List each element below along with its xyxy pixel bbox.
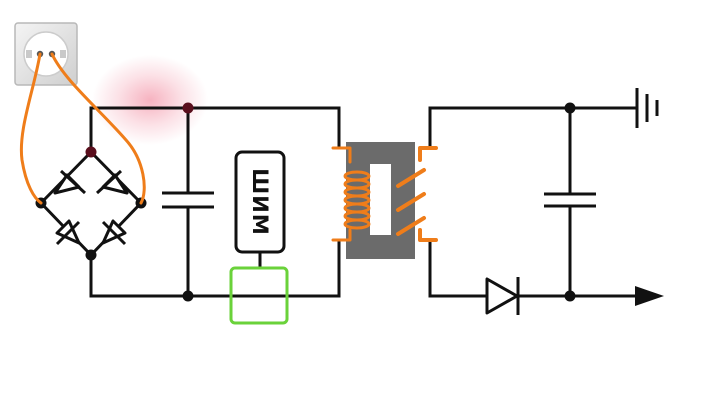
input-capacitor	[162, 191, 214, 209]
pwm-label: ШИМ	[248, 168, 272, 236]
socket-wires	[19, 52, 146, 205]
pwm-switch	[229, 266, 289, 325]
diode-bridge	[39, 150, 143, 257]
pwm-controller-box	[234, 150, 286, 254]
output-arrow	[635, 286, 664, 306]
transformer	[331, 142, 438, 259]
output-capacitor	[544, 192, 596, 208]
output-diode	[485, 277, 520, 315]
socket-glow	[92, 55, 208, 145]
ground	[635, 88, 659, 128]
primary-coil	[331, 146, 371, 242]
wires	[89, 106, 637, 298]
secondary-coil	[396, 146, 438, 242]
